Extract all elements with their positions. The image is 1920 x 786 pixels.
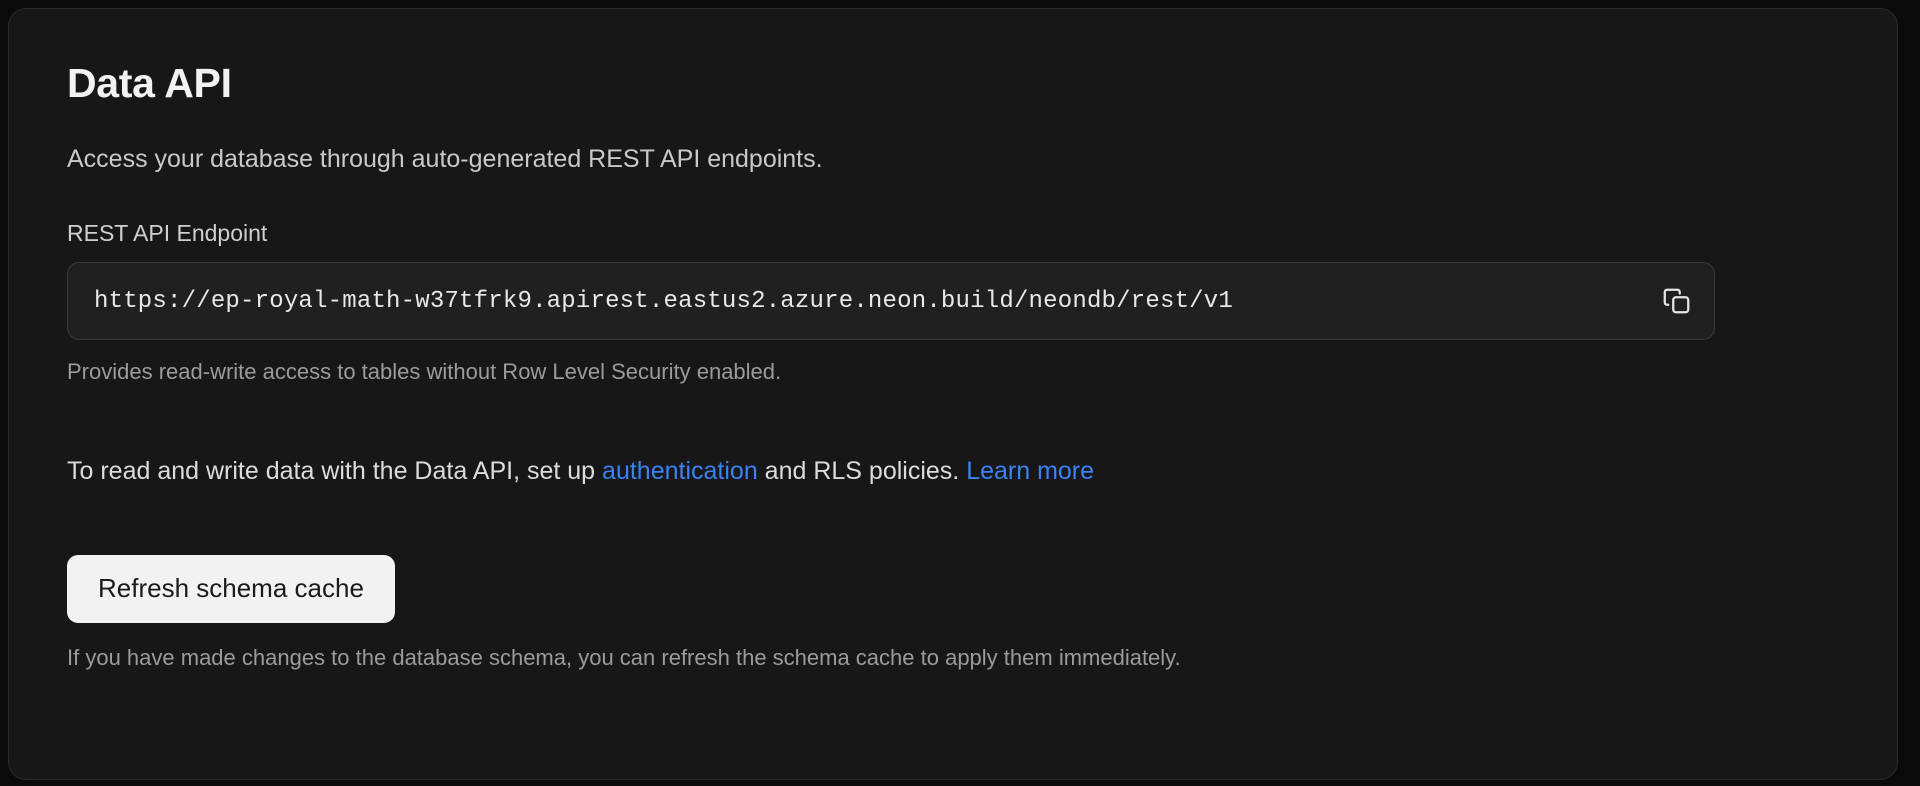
rls-setup-note: To read and write data with the Data API… [67, 412, 1839, 489]
endpoint-helper-text: Provides read-write access to tables wit… [67, 359, 782, 385]
rest-api-endpoint-label: REST API Endpoint [67, 219, 268, 246]
data-api-card: Data API Access your database through au… [8, 8, 1898, 780]
rest-api-endpoint-field[interactable] [67, 262, 1715, 341]
copy-endpoint-button[interactable] [1640, 263, 1714, 339]
rls-note-text-part-2: and RLS policies. [757, 456, 967, 485]
refresh-schema-cache-button[interactable]: Refresh schema cache [67, 554, 395, 623]
page-title: Data API [67, 60, 232, 106]
rest-api-endpoint-input[interactable] [68, 286, 1640, 316]
learn-more-link[interactable]: Learn more [966, 456, 1095, 485]
rls-note-text-part-1: To read and write data with the Data API… [67, 456, 603, 485]
refresh-schema-helper-text: If you have made changes to the database… [67, 644, 1181, 670]
copy-icon [1662, 286, 1692, 316]
authentication-link[interactable]: authentication [602, 456, 758, 485]
page-description: Access your database through auto-genera… [67, 145, 823, 174]
